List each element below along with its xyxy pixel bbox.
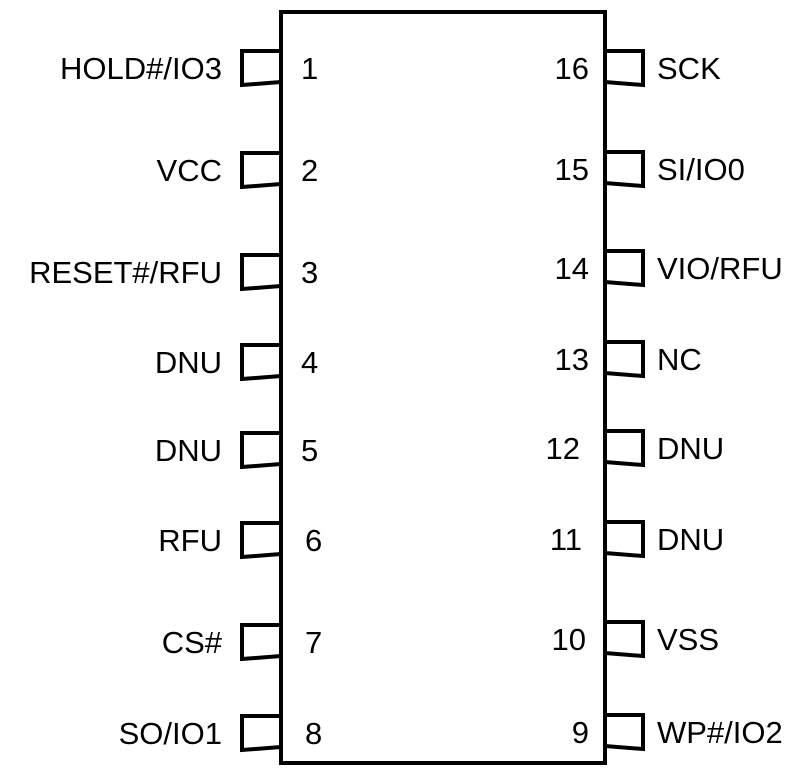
pin-name-label: RESET#/RFU [29,255,222,290]
pin-lead [604,713,645,752]
pin-name-label: VSS [657,622,719,657]
pin-lead [604,620,645,659]
pin-name-label: HOLD#/IO3 [60,51,222,86]
pin-13: 13 NC [555,340,702,379]
pin-4: DNU 4 [155,343,318,382]
chip-body [279,10,607,765]
pin-1: HOLD#/IO3 1 [60,49,318,88]
pin-number-label: 6 [305,523,322,558]
pin-number-label: 12 [546,431,580,466]
pin-15: 15 SI/IO0 [555,150,745,189]
pin-lead [240,253,282,292]
pin-lead [604,249,645,288]
pin-name-label: DNU [155,345,222,380]
pin-name-label: CS# [162,625,223,660]
pin-number-label: 3 [301,255,318,290]
pin-lead [240,521,282,560]
pin-14: 14 VIO/RFU [555,249,783,288]
pin-name-label: DNU [657,522,724,557]
pin-name-label: VCC [157,153,222,188]
pin-lead [604,429,645,468]
pin-lead [604,520,645,559]
pin-number-label: 16 [555,51,589,86]
pin-16: 16 SCK [555,49,721,88]
pin-name-label: NC [657,342,702,377]
pin-number-label: 9 [572,715,589,750]
pin-name-label: RFU [158,523,222,558]
pin-lead [240,343,282,382]
pin-9: 9 WP#/IO2 [572,713,783,752]
pin-lead [240,151,282,190]
pin-name-label: DNU [657,431,724,466]
pin-lead [604,340,645,379]
pin-number-label: 1 [301,51,318,86]
pin-name-label: DNU [155,433,222,468]
pin-10: 10 VSS [552,620,719,659]
pin-number-label: 4 [301,345,318,380]
pin-3: RESET#/RFU 3 [29,253,318,292]
pin-2: VCC 2 [157,151,318,190]
pin-lead [604,49,645,88]
pin-11: 11 DNU [550,520,724,559]
pin-lead [240,49,282,88]
pin-lead [604,150,645,189]
pin-number-label: 8 [305,716,322,751]
pin-number-label: 7 [305,625,322,660]
pin-lead [240,431,282,470]
pin-lead [240,623,282,662]
pin-name-label: VIO/RFU [657,251,783,286]
pin-number-label: 5 [301,433,318,468]
pin-number-label: 11 [550,522,582,557]
pin-name-label: WP#/IO2 [657,715,783,750]
pin-lead [240,714,282,753]
pin-name-label: SO/IO1 [119,716,222,751]
pin-number-label: 15 [555,152,589,187]
pin-5: DNU 5 [155,431,318,470]
pin-number-label: 13 [555,342,589,377]
pin-7: CS# 7 [162,623,322,662]
pin-12: 12 DNU [546,429,724,468]
pin-name-label: SI/IO0 [657,152,745,187]
pin-6: RFU 6 [158,521,322,560]
pin-number-label: 10 [552,622,586,657]
pin-name-label: SCK [657,51,721,86]
pin-number-label: 14 [555,251,589,286]
pin-8: SO/IO1 8 [119,714,322,753]
pin-number-label: 2 [301,153,318,188]
